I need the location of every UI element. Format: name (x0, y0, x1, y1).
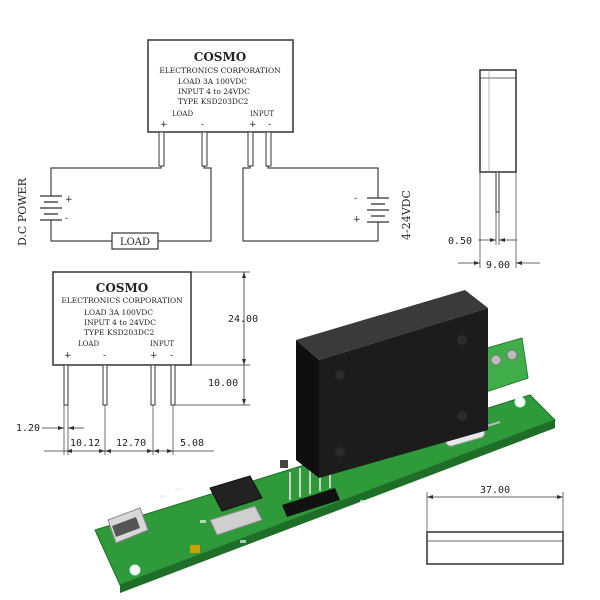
top-relay-input-spec: INPUT 4 to 24VDC (178, 87, 250, 96)
bottom-view: 37.00 (426, 485, 564, 565)
front-relay-body (52, 271, 192, 366)
top-relay-company: ELECTRONICS CORPORATION (159, 66, 281, 75)
top-relay-input-minus: - (268, 120, 271, 130)
input-voltage-label: 4-24VDC (400, 190, 413, 240)
dc-power-minus: - (65, 214, 68, 224)
top-relay-load-spec: LOAD 3A 100VDC (178, 77, 247, 86)
top-relay-pin-1 (158, 131, 165, 167)
top-relay-load-label: LOAD (172, 110, 193, 118)
circuit-wiring (50, 166, 379, 242)
input-battery-icon (367, 197, 389, 223)
top-relay: COSMO ELECTRONICS CORPORATION LOAD 3A 10… (147, 39, 294, 167)
load-box-label: LOAD (120, 237, 150, 248)
side-view-depth-dim: 9.00 (486, 260, 510, 271)
front-relay-pitch-3-dim: 5.08 (180, 438, 204, 449)
ic-chip (209, 475, 263, 512)
top-relay-input-plus: + (249, 120, 257, 130)
front-relay-input-plus: + (150, 351, 158, 361)
side-view-pin (495, 171, 500, 213)
front-relay-company: ELECTRONICS CORPORATION (61, 296, 183, 305)
input-battery-plus: + (353, 215, 361, 225)
dc-power-plus: + (65, 195, 73, 205)
side-view: 0.50 9.00 (448, 69, 540, 271)
front-relay-pin-length-dim: 10.00 (208, 378, 238, 389)
front-relay-pin-3 (150, 364, 156, 406)
side-view-body (479, 69, 517, 173)
relay-module-photo (296, 290, 488, 478)
front-relay-pitch-1-dim: 10.12 (70, 438, 100, 449)
front-relay-pin-4 (170, 364, 176, 406)
dc-power-label: D.C POWER (16, 177, 29, 246)
front-relay-load-minus: - (103, 351, 106, 361)
load-box (111, 232, 159, 250)
front-relay-type-spec: TYPE KSD203DC2 (84, 328, 155, 337)
bottom-view-length-dim: 37.00 (480, 485, 510, 496)
front-relay-load-plus: + (64, 351, 72, 361)
top-relay-load-plus: + (160, 120, 168, 130)
front-relay-input-spec: INPUT 4 to 24VDC (84, 318, 156, 327)
front-relay-brand: COSMO (96, 281, 148, 295)
terminal-block (479, 337, 529, 393)
front-relay-load-label: LOAD (78, 340, 99, 348)
top-relay-brand: COSMO (194, 50, 246, 64)
front-relay: COSMO ELECTRONICS CORPORATION LOAD 3A 10… (16, 271, 258, 455)
side-view-pin-width-dim: 0.50 (448, 236, 472, 247)
top-relay-pin-3 (247, 131, 254, 167)
top-relay-input-label: INPUT (250, 110, 274, 118)
pcb-board-photo (94, 290, 556, 593)
front-relay-pin-1 (63, 364, 69, 406)
top-relay-pin-2 (201, 131, 208, 167)
front-relay-pitch-2-dim: 12.70 (116, 438, 146, 449)
dc-power-battery-icon (40, 195, 62, 221)
front-relay-height-dim: 24.00 (228, 314, 258, 325)
crystal-oscillator (209, 505, 263, 536)
bottom-view-body (426, 531, 564, 565)
front-relay-input-minus: - (170, 351, 173, 361)
top-relay-pin-4 (265, 131, 272, 167)
input-battery-minus: - (354, 194, 357, 204)
top-relay-body (147, 39, 294, 133)
front-relay-pin-width-dim: 1.20 (16, 423, 40, 434)
top-relay-type-spec: TYPE KSD203DC2 (178, 97, 249, 106)
front-relay-pin-2 (102, 364, 108, 406)
top-relay-load-minus: - (201, 120, 204, 130)
front-relay-input-label: INPUT (150, 340, 174, 348)
front-relay-load-spec: LOAD 3A 100VDC (84, 308, 153, 317)
